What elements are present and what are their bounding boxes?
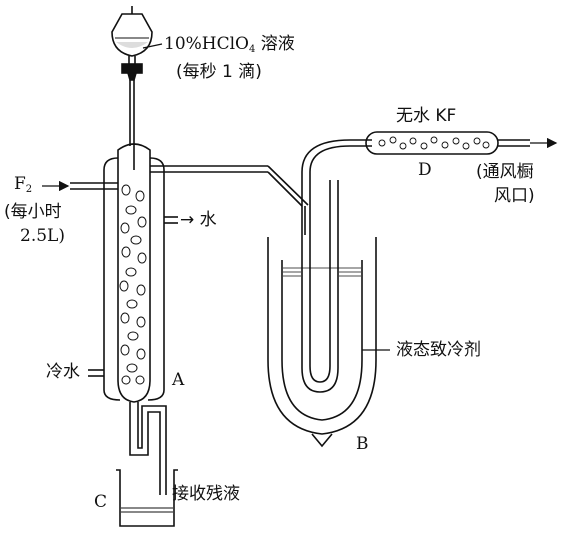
apparatus-a-label: A: [172, 370, 185, 390]
receiver-beaker-c: [116, 469, 178, 527]
drip-rate-label: (每秒 1 滴): [176, 62, 262, 82]
anhydrous-kf-label: 无水 KF: [396, 106, 457, 126]
reaction-column-a: [103, 143, 165, 415]
water-outlet-label: → 水: [180, 210, 217, 230]
hclo4-label-leader: [142, 43, 163, 49]
hclo4-solution-label: 10%HClO4 溶液: [164, 34, 295, 60]
hclo4-label-suffix: 溶液: [255, 34, 295, 54]
water-outlet-nozzle: [164, 216, 178, 224]
hclo4-label-main: 10%HClO: [164, 34, 249, 54]
fume-hood-line1: (通风橱: [476, 162, 534, 182]
residue-collection-label: 接收残液: [172, 484, 240, 504]
hclo4-label-subscript: 4: [249, 44, 256, 55]
drain-siphon-tube: [129, 405, 167, 495]
f2-rate-line1: (每小时: [4, 202, 62, 222]
coolant-liquid: [283, 267, 361, 277]
cold-trap-b: [267, 139, 377, 448]
cold-water-inlet-nozzle: [88, 369, 104, 377]
liquid-coolant-label: 液态致冷剂: [396, 340, 481, 360]
dropping-funnel: [111, 6, 153, 146]
f2-label-subscript: 2: [25, 184, 33, 195]
f2-inlet-tube: [70, 182, 118, 190]
f2-label: F2: [14, 174, 32, 200]
apparatus-b-label: B: [356, 434, 369, 454]
apparatus-c-label: C: [94, 492, 108, 512]
kf-packing: [378, 136, 490, 150]
apparatus-d-label: D: [418, 160, 432, 180]
column-packing: [119, 184, 147, 385]
fume-hood-line2: 风口): [494, 186, 535, 206]
gas-transfer-tube: [150, 165, 309, 235]
drying-tube-d: [365, 131, 530, 155]
f2-label-main: F: [14, 174, 26, 194]
cold-water-label: 冷水: [46, 362, 80, 382]
f2-rate-line2: 2.5L): [20, 226, 65, 246]
